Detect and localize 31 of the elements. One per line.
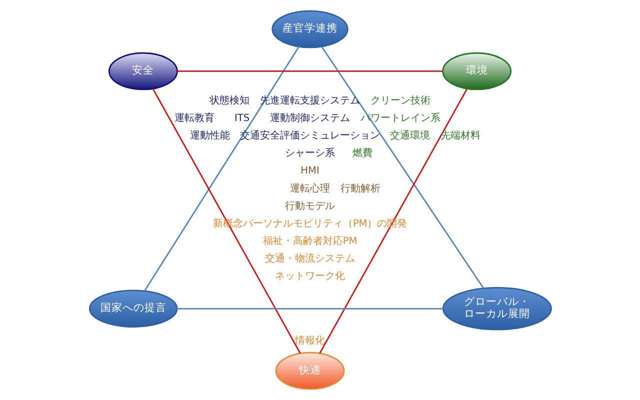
label: 交通環境 [390,130,430,142]
connector [318,88,468,354]
node-ellipse: 国家への提言 [88,290,178,328]
label: 福祉・高齢者対応PM [262,236,357,247]
connector [320,46,484,289]
label: 運転教育 [174,113,214,124]
label: クリーン技術 [370,96,430,107]
label: シャーシ系 [284,148,335,160]
label: 運動性能 [189,130,230,142]
label: 行動モデル [284,200,335,212]
node-ellipse: 産官学連携 [271,10,348,48]
node-ellipse: 快適 [274,352,344,390]
connector [152,88,300,354]
label: パワートレイン系 [360,113,440,124]
label: 先端材料 [440,130,480,142]
node-ellipse: 環境 [442,52,512,90]
label: 状態検知 [208,96,249,107]
label: ネットワーク化 [274,270,345,282]
label: ITS [234,113,250,124]
label: 運動制御システム [270,113,350,124]
node-ellipse: 安全 [108,52,178,90]
connector [143,46,300,292]
label: HMI [300,166,319,177]
label: 燃費 [352,148,372,160]
connector [176,70,442,72]
node-ellipse: グローバル・ローカル展開 [442,287,552,330]
label: 運転心理 [290,183,330,194]
label: 交通・物流システム [264,253,355,264]
connector [176,308,443,310]
label: 情報化 [294,336,325,347]
label: 行動解析 [340,183,380,194]
